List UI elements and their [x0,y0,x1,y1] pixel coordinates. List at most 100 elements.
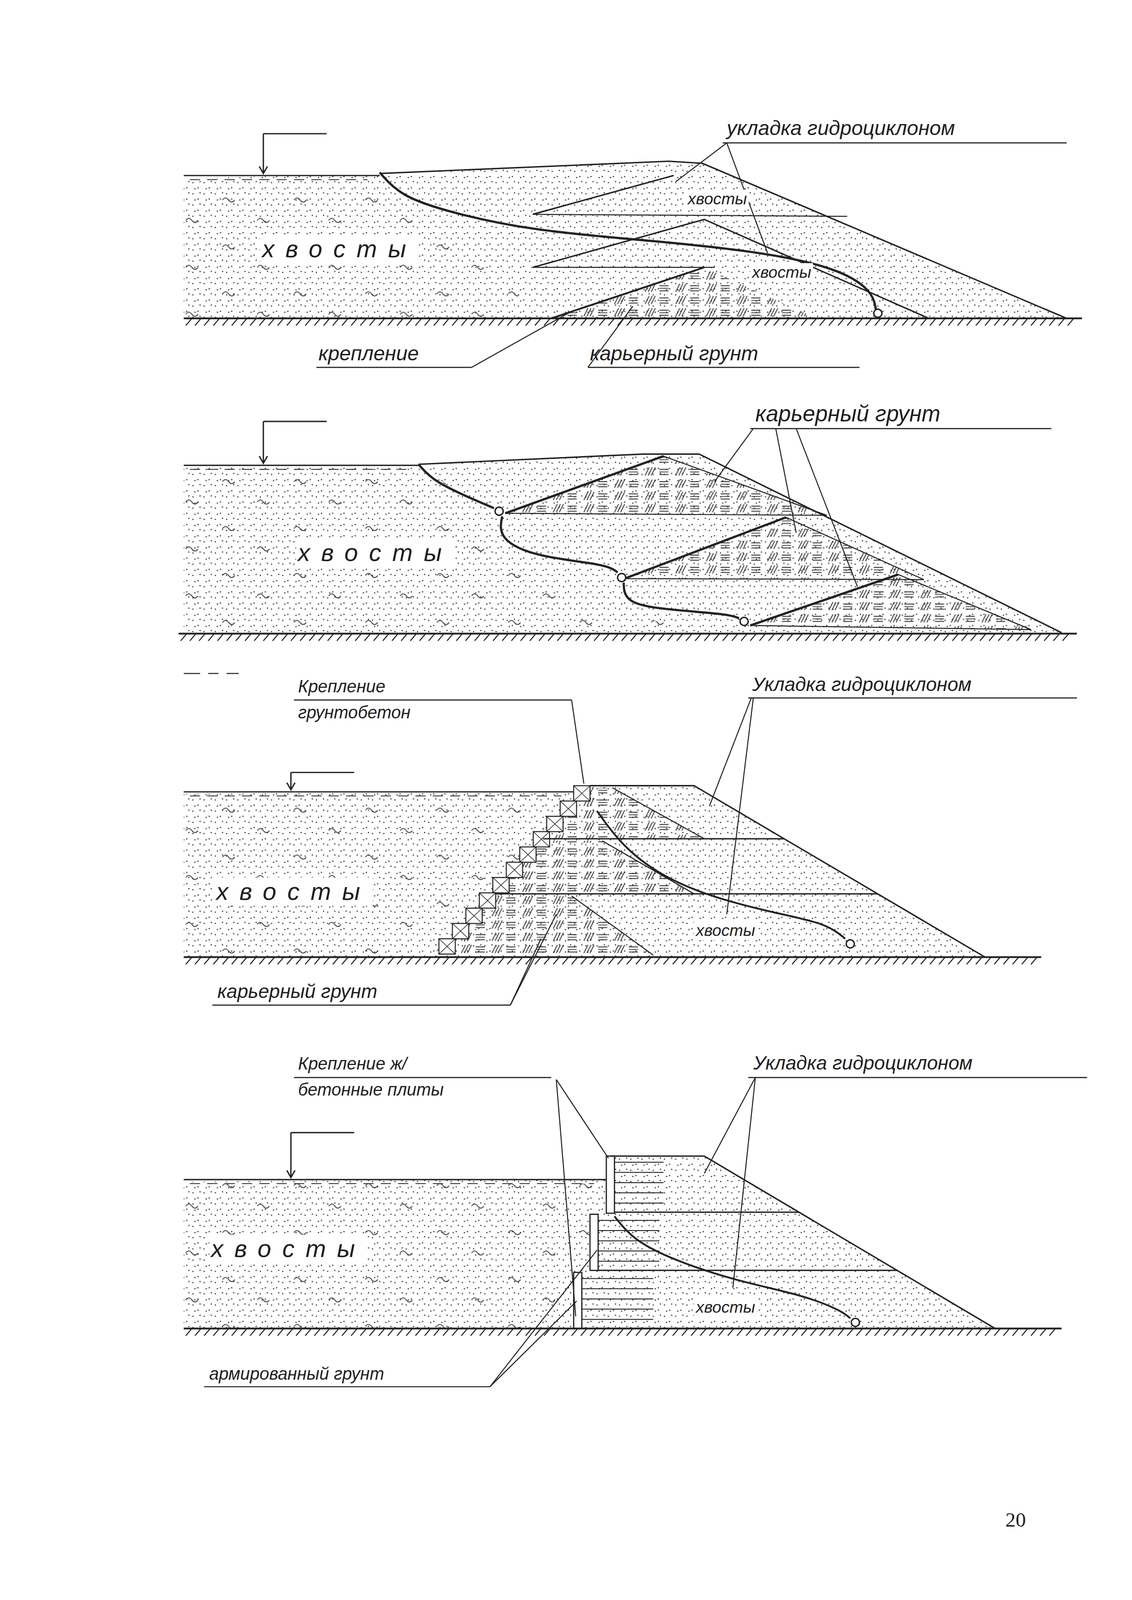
dam-body [183,161,1067,319]
dam-outline [418,454,1062,634]
leader [556,1079,609,1159]
dam-body [183,454,1062,634]
layer-line [571,896,654,956]
page-number: 20 [1005,1508,1027,1533]
leader [704,1078,756,1174]
water-surface [183,1179,607,1181]
leader [675,142,727,182]
block-cross [452,923,470,940]
callout-label: Укладка гидроциклоном [752,673,972,697]
dam-outline [589,786,986,958]
drawing [178,133,1088,1388]
reinforcement-strip [598,1230,660,1232]
callout-label: Крепление грунтобетон [297,673,420,726]
seepage-curve [500,516,618,573]
seepage-curve [623,582,740,619]
reinforcement-strip [581,1309,654,1310]
callout-label: хвосты [693,1298,757,1318]
dam-outline [379,161,1067,319]
reinforcement-strip [614,1203,664,1205]
block-cross [519,847,537,863]
leader-underline [748,697,1077,699]
leader [490,1301,577,1388]
reinforcement-strip [581,1319,654,1321]
callout-label: хвосты [209,1235,369,1264]
water-dash [189,1183,595,1185]
leader-underline [750,427,1052,429]
dash-mark [208,672,219,674]
soil-concrete-block [506,862,523,878]
layer-line [612,787,705,840]
dam-body [183,1156,996,1330]
water-dash [189,469,407,470]
block-cross [506,862,523,878]
callout-label: хвосты [214,877,374,907]
water-level-symbol [259,421,327,464]
concrete-plate [589,1214,599,1271]
reinforcement-strip [598,1251,660,1252]
leader-underline [316,366,472,368]
quarry-soil [624,517,924,580]
layer-line [614,1211,800,1214]
ground-line [183,956,1042,959]
layer-line [542,838,784,840]
soil-concrete-block [573,786,590,802]
ground-line [178,632,1078,635]
block-cross [573,786,590,802]
dash-mark [183,672,201,674]
leader [732,1078,756,1289]
block-cross [492,877,510,894]
reinforcement-strip [598,1261,660,1263]
soil-concrete-block [452,923,470,940]
leader [709,698,752,807]
lining [551,267,705,319]
block-cross [465,908,483,924]
soil-concrete-block [479,893,496,909]
callout-label: хвосты [693,921,757,941]
callout-label: карьерный грунт [755,401,941,428]
leader-underline [203,1386,490,1388]
callout-label: хвосты [685,189,749,209]
block-cross [546,816,564,833]
callout-label: Укладка гидроциклоном [753,1052,973,1075]
concrete-plate [606,1156,615,1214]
outlet-ring [617,573,626,582]
ground-hatch [185,318,1074,326]
soil-concrete-block [492,877,510,894]
wedge-edge [750,574,898,626]
reinforcement-strip [581,1288,654,1290]
water-dash [189,795,562,797]
wedge-line [532,214,848,217]
soil-concrete-block [519,847,537,863]
leader [796,428,858,588]
reinforcement-strip [598,1220,660,1222]
water-level-symbol [286,772,355,791]
reinforcement-strip [614,1172,664,1174]
layer-line [598,1270,898,1272]
leader-underline [212,1004,511,1006]
block-cross [519,847,537,863]
outlet-ring [846,939,855,949]
ground-hatch [180,633,1069,642]
water-level-symbol [286,1132,355,1178]
callout-label: хвосты [296,538,455,568]
block-cross [492,877,510,894]
ground-hatch [185,957,1038,966]
block-cross [560,801,577,817]
quarry-soil [440,896,653,956]
reinforcement-strip [614,1162,664,1164]
block-cross [479,893,496,909]
leader [714,428,754,482]
soil-concrete-block [465,908,483,924]
dam-outline [610,1156,996,1330]
ground-line [183,317,1083,320]
block-cross [506,862,523,878]
leader-underline [722,142,1067,144]
block-cross [560,801,577,817]
quarry-soil [505,456,827,516]
wedge-edge [505,456,664,514]
ground-line [183,1328,1062,1331]
block-cross [546,816,564,833]
reinforcement-strip [581,1278,654,1280]
